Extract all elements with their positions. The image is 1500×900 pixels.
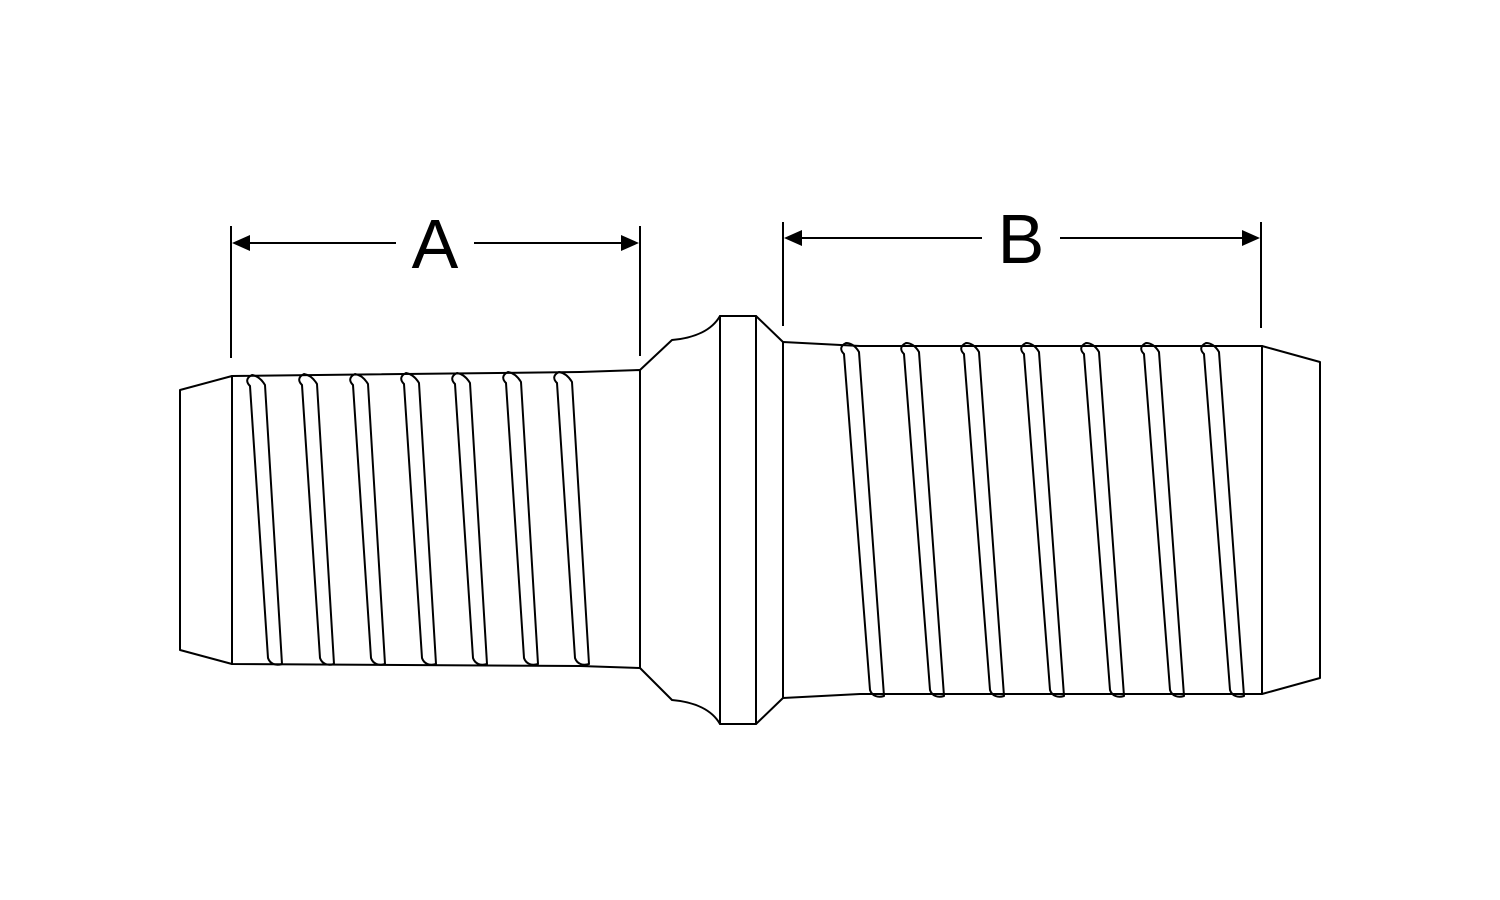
right-tip	[1261, 345, 1321, 695]
dimension-b-arrow-right	[1242, 230, 1260, 246]
right-shank-body	[782, 341, 1263, 699]
collar-left-flare	[639, 315, 721, 725]
left-barb-ring	[298, 373, 335, 666]
dimension-a-label: A	[412, 205, 459, 283]
collar-hex	[719, 315, 757, 725]
right-barb-ring	[960, 342, 1005, 698]
right-shank	[782, 341, 1321, 699]
left-shank	[179, 369, 641, 669]
left-barb-ring	[246, 374, 283, 666]
right-barb-rings	[840, 342, 1245, 698]
dimension-a: A	[230, 205, 641, 358]
left-barb-ring	[349, 373, 386, 666]
dimension-b-arrow-left	[784, 230, 802, 246]
left-shank-body	[231, 369, 641, 669]
left-barb-ring	[502, 371, 539, 666]
left-tip	[179, 375, 233, 665]
dimension-b-label: B	[998, 200, 1045, 278]
dimension-a-arrow-left	[232, 235, 250, 251]
right-barb-ring	[840, 342, 885, 698]
left-barb-rings	[246, 371, 590, 666]
right-barb-ring	[1020, 342, 1065, 698]
right-barb-ring	[900, 342, 945, 698]
left-barb-ring	[553, 371, 590, 666]
right-barb-ring	[1200, 342, 1245, 698]
center-collar	[639, 315, 784, 725]
left-barb-ring	[451, 372, 488, 666]
left-barb-ring	[400, 372, 437, 666]
collar-right-taper	[755, 315, 784, 725]
right-barb-ring	[1080, 342, 1125, 698]
right-barb-ring	[1140, 342, 1185, 698]
dimension-b: B	[782, 200, 1262, 328]
dimension-a-arrow-right	[621, 235, 639, 251]
